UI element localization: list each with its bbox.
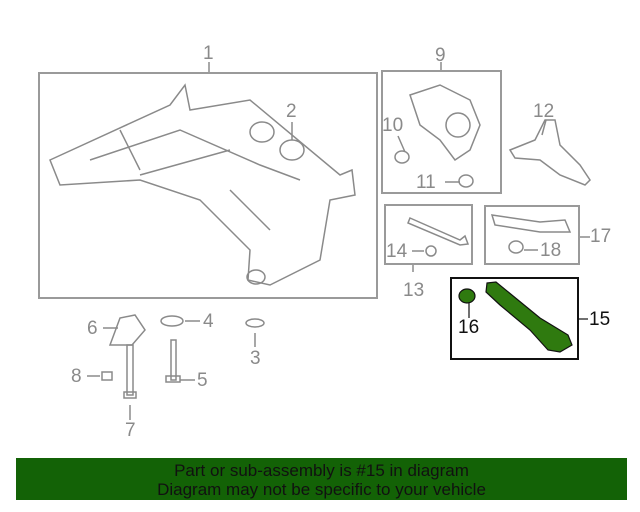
callout-14[interactable]: 14	[386, 241, 408, 262]
callout-16[interactable]: 16	[458, 317, 480, 338]
callout-9[interactable]: 9	[435, 45, 446, 66]
callout-1[interactable]: 1	[203, 43, 214, 64]
group-box-17-arm[interactable]	[484, 205, 580, 265]
callout-18[interactable]: 18	[540, 240, 562, 261]
callout-17[interactable]: 17	[590, 226, 612, 247]
callout-7[interactable]: 7	[125, 420, 136, 441]
part-info-banner: Part or sub-assembly is #15 in diagram D…	[16, 458, 627, 500]
callout-4[interactable]: 4	[203, 311, 214, 332]
callout-13[interactable]: 13	[403, 280, 425, 301]
callout-12[interactable]: 12	[533, 101, 555, 122]
group-box-1-subframe[interactable]	[38, 72, 378, 299]
banner-line-1: Part or sub-assembly is #15 in diagram	[174, 461, 469, 480]
callout-6[interactable]: 6	[87, 318, 98, 339]
callout-8[interactable]: 8	[71, 366, 82, 387]
callout-3[interactable]: 3	[250, 348, 261, 369]
group-box-13-link[interactable]	[384, 204, 473, 265]
callout-15[interactable]: 15	[589, 309, 611, 330]
group-box-9-knuckle[interactable]	[381, 70, 502, 194]
callout-2[interactable]: 2	[286, 101, 297, 122]
callout-5[interactable]: 5	[197, 370, 208, 391]
banner-line-2: Diagram may not be specific to your vehi…	[157, 480, 486, 499]
callout-10[interactable]: 10	[382, 115, 404, 136]
callout-11[interactable]: 11	[416, 172, 436, 193]
